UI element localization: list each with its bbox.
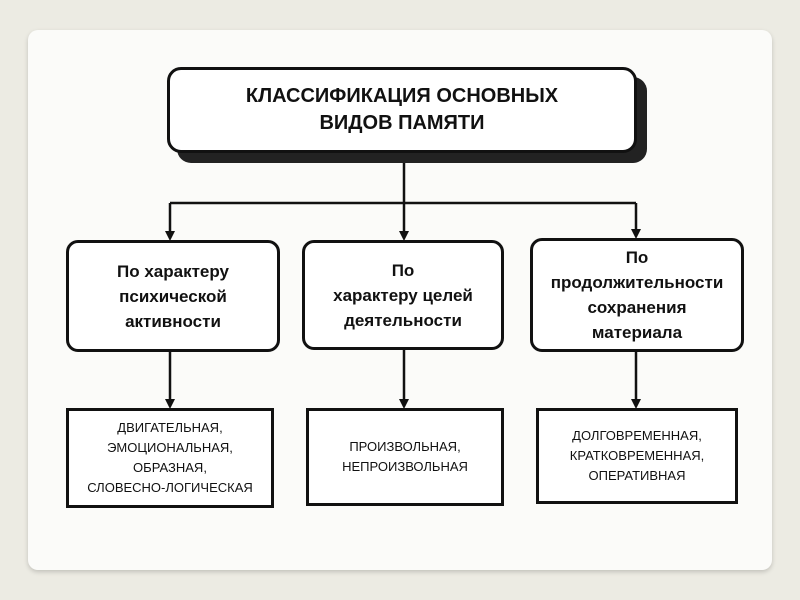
types-list: ДВИГАТЕЛЬНАЯ, ЭМОЦИОНАЛЬНАЯ, ОБРАЗНАЯ, С… [87,420,253,495]
category-label: По характеру психической активности [117,261,229,331]
types-box-goals: ПРОИЗВОЛЬНАЯ, НЕПРОИЗВОЛЬНАЯ [306,408,504,506]
diagram-title: КЛАССИФИКАЦИЯ ОСНОВНЫХ ВИДОВ ПАМЯТИ [245,85,559,134]
types-list: ПРОИЗВОЛЬНАЯ, НЕПРОИЗВОЛЬНАЯ [342,439,468,474]
category-label: По продолжительности сохранения материал… [550,248,724,342]
category-label: По характеру целей деятельности [333,260,473,330]
category-box-duration: По продолжительности сохранения материал… [530,238,744,352]
title-box: КЛАССИФИКАЦИЯ ОСНОВНЫХ ВИДОВ ПАМЯТИ [167,67,637,153]
category-box-activity: По характеру психической активности [66,240,280,352]
types-list: ДОЛГОВРЕМЕННАЯ, КРАТКОВРЕМЕННАЯ, ОПЕРАТИ… [569,428,705,483]
types-box-duration: ДОЛГОВРЕМЕННАЯ, КРАТКОВРЕМЕННАЯ, ОПЕРАТИ… [536,408,738,504]
category-box-goals: По характеру целей деятельности [302,240,504,350]
types-box-activity: ДВИГАТЕЛЬНАЯ, ЭМОЦИОНАЛЬНАЯ, ОБРАЗНАЯ, С… [66,408,274,508]
